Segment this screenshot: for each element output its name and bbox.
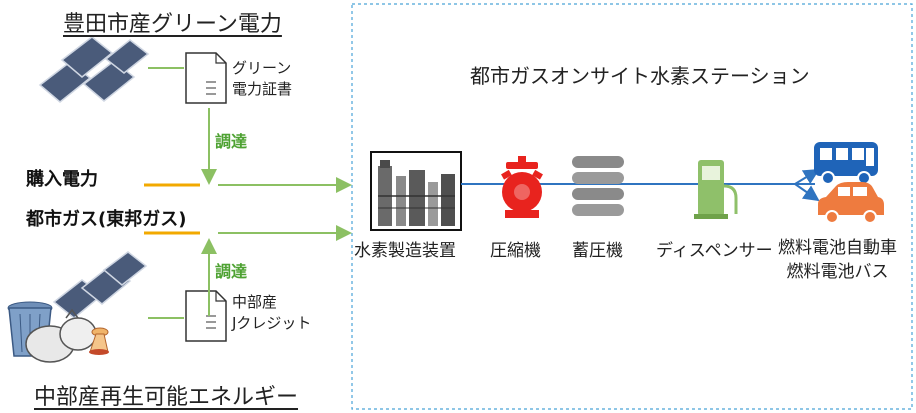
procure-label-top: 調達 bbox=[215, 132, 248, 151]
green-power-title: 豊田市産グリーン電力 bbox=[63, 12, 282, 37]
solar-panel-icon-top bbox=[38, 36, 150, 103]
city-gas-label: 都市ガス(東邦ガス) bbox=[26, 209, 187, 230]
procure-label-bottom: 調達 bbox=[215, 262, 248, 281]
vehicles-label: 燃料電池自動車 燃料電池バス bbox=[778, 236, 897, 284]
certificate-line-1: グリーン bbox=[232, 59, 292, 77]
pipe-to-car bbox=[794, 183, 820, 202]
station-boundary bbox=[351, 3, 913, 410]
compressor-label: 圧縮機 bbox=[490, 241, 541, 261]
dispenser-label: ディスペンサー bbox=[656, 241, 773, 261]
credit-document-icon-bottom bbox=[185, 290, 227, 342]
certificate-document-icon-top bbox=[185, 52, 227, 104]
hydrogen-production-unit-icon bbox=[370, 151, 462, 231]
hydrogen-production-label: 水素製造装置 bbox=[354, 241, 456, 261]
station-title: 都市ガスオンサイト水素ステーション bbox=[470, 64, 810, 88]
certificate-line-2: 電力証書 bbox=[232, 80, 293, 98]
credit-line-1: 中部産 bbox=[232, 293, 278, 311]
car-icon bbox=[818, 182, 884, 224]
credit-line-2: Jクレジット bbox=[232, 314, 312, 332]
bus-icon bbox=[814, 142, 878, 185]
purchased-power-label: 購入電力 bbox=[26, 169, 98, 190]
biomass-waste-icon bbox=[7, 301, 109, 363]
accumulator-label: 蓄圧機 bbox=[572, 241, 623, 261]
renewable-energy-title: 中部産再生可能エネルギー bbox=[34, 385, 299, 410]
dispenser-icon bbox=[694, 160, 738, 219]
compressor-icon bbox=[501, 156, 543, 218]
fc-bus-label: 燃料電池バス bbox=[786, 262, 889, 282]
fcv-label: 燃料電池自動車 bbox=[778, 238, 897, 258]
solar-panel-icon-bottom bbox=[52, 251, 148, 319]
pipe-to-bus bbox=[794, 168, 820, 185]
credit-label-bottom: 中部産 Jクレジット bbox=[232, 292, 311, 334]
accumulator-icon bbox=[572, 156, 624, 216]
certificate-label-top: グリーン 電力証書 bbox=[232, 58, 292, 100]
